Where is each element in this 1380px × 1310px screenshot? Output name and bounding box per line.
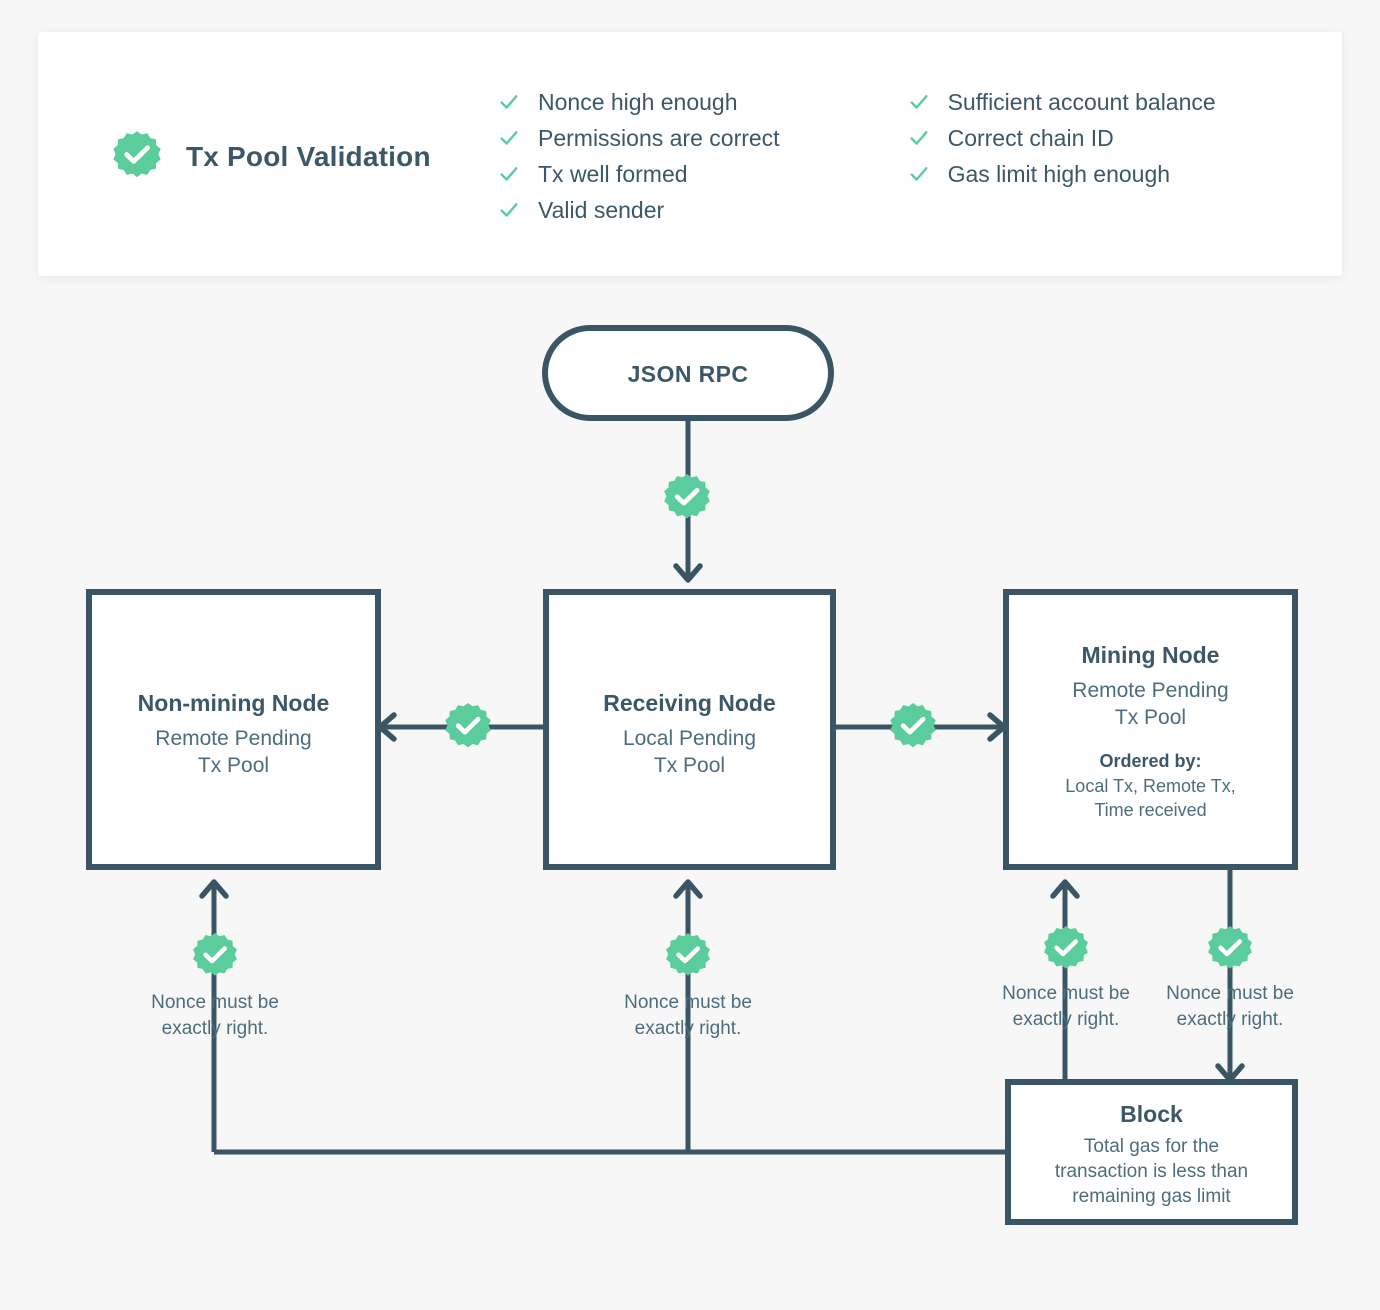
mining-node-text: Mining Node Remote Pending Tx Pool Order… [1006, 641, 1295, 822]
mining-title: Mining Node [1081, 642, 1220, 668]
block-title: Block [1120, 1101, 1183, 1127]
list-item-label: Valid sender [538, 197, 665, 223]
arrowhead-up-nonmining [199, 879, 229, 899]
node-receiving [543, 589, 836, 870]
check-icon [498, 199, 520, 221]
mining-sub-1: Remote Pending [1072, 678, 1229, 702]
check-rosette-icon [890, 703, 936, 747]
arrowhead-down-receiving [673, 563, 703, 583]
json-rpc-label-wrap: JSON RPC [545, 361, 831, 388]
mining-sub-2: Tx Pool [1114, 706, 1187, 730]
check-rosette-icon [666, 933, 710, 976]
block-sub-1: Total gas for the [1083, 1135, 1220, 1157]
check-rosette-icon [1208, 926, 1252, 969]
list-item-label: Gas limit high enough [947, 161, 1171, 187]
list-item-label: Permissions are correct [538, 125, 780, 151]
check-icon [908, 91, 930, 113]
nonce-note-mining-left: Nonce must be exactly right. [965, 981, 1167, 1032]
check-rosette-icon [664, 474, 710, 518]
check-rosette-icon [1044, 926, 1088, 969]
non-mining-node-text: Non-mining Node Remote Pending Tx Pool [89, 689, 378, 779]
mining-ordered-label: Ordered by: [1099, 751, 1202, 772]
non-mining-sub-2: Tx Pool [197, 754, 270, 778]
nonce-note-line-2: exactly right. [161, 1017, 269, 1039]
nonce-note-line-1: Nonce must be [1002, 983, 1130, 1004]
node-block [1005, 1079, 1298, 1225]
nonce-note-line-1: Nonce must be [1166, 983, 1294, 1004]
mining-ordered-line-1: Local Tx, Remote Tx, [1065, 775, 1236, 796]
check-icon [908, 127, 930, 149]
tx-pool-validation-card: Tx Pool Validation Nonce high enough Per… [38, 32, 1342, 276]
list-item: Permissions are correct [498, 120, 780, 156]
json-rpc-label: JSON RPC [627, 361, 749, 387]
check-rosette-icon [193, 933, 237, 976]
list-item: Valid sender [498, 192, 780, 228]
list-item: Gas limit high enough [908, 156, 1216, 192]
list-item: Nonce high enough [498, 84, 780, 120]
receiving-sub-2: Tx Pool [653, 754, 726, 778]
nonce-note-line-1: Nonce must be [624, 992, 752, 1013]
nonce-note-mining-right: Nonce must be exactly right. [1129, 981, 1331, 1032]
mining-ordered-line-2: Time received [1094, 799, 1207, 820]
check-rosette-icon [445, 703, 491, 747]
list-item-label: Nonce high enough [538, 89, 738, 115]
receiving-sub-1: Local Pending [622, 726, 757, 750]
validation-checklist: Nonce high enough Permissions are correc… [498, 84, 1216, 228]
non-mining-title: Non-mining Node [137, 690, 330, 716]
check-icon [498, 163, 520, 185]
nonce-note-line-2: exactly right. [1176, 1008, 1284, 1030]
receiving-node-text: Receiving Node Local Pending Tx Pool [546, 689, 833, 779]
block-node-text: Block Total gas for the transaction is l… [1008, 1100, 1295, 1209]
checklist-column-left: Nonce high enough Permissions are correc… [498, 84, 780, 228]
nonce-note-receiving: Nonce must be exactly right. [587, 990, 789, 1041]
list-item-label: Sufficient account balance [947, 89, 1216, 115]
nonce-note-line-2: exactly right. [634, 1017, 742, 1039]
list-item-label: Tx well formed [538, 161, 688, 187]
node-non-mining [86, 589, 381, 870]
arrowhead-up-receiving [673, 879, 703, 899]
list-item: Sufficient account balance [908, 84, 1216, 120]
check-icon [498, 91, 520, 113]
arrowhead-up-mining [1050, 879, 1080, 899]
check-rosette-icon [110, 130, 164, 184]
list-item: Tx well formed [498, 156, 780, 192]
block-sub-3: remaining gas limit [1072, 1186, 1231, 1208]
checklist-column-right: Sufficient account balance Correct chain… [908, 84, 1216, 228]
check-icon [908, 163, 930, 185]
non-mining-sub-1: Remote Pending [155, 726, 312, 750]
node-json-rpc [542, 325, 834, 421]
nonce-note-line-1: Nonce must be [151, 992, 279, 1013]
nonce-note-non-mining: Nonce must be exactly right. [114, 990, 316, 1041]
nonce-note-line-2: exactly right. [1012, 1008, 1120, 1030]
list-item-label: Correct chain ID [947, 125, 1114, 151]
check-icon [498, 127, 520, 149]
node-mining [1003, 589, 1298, 870]
receiving-title: Receiving Node [603, 690, 776, 716]
page-title: Tx Pool Validation [186, 141, 431, 172]
card-title-group: Tx Pool Validation [110, 130, 431, 184]
list-item: Correct chain ID [908, 120, 1216, 156]
block-sub-2: transaction is less than [1054, 1160, 1249, 1182]
